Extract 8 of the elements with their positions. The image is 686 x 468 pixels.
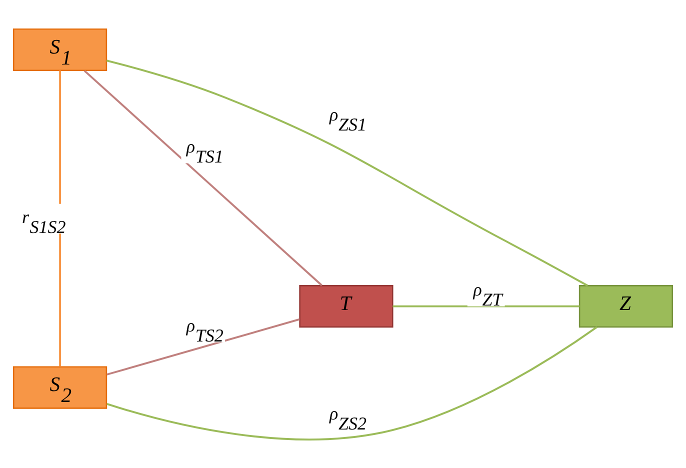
node-box: Z xyxy=(578,284,674,328)
connector xyxy=(392,304,580,307)
connector xyxy=(59,70,61,366)
connector xyxy=(106,326,598,440)
connector xyxy=(106,318,300,375)
connector xyxy=(84,70,322,286)
node-box: T xyxy=(299,284,394,328)
connector xyxy=(106,59,588,286)
